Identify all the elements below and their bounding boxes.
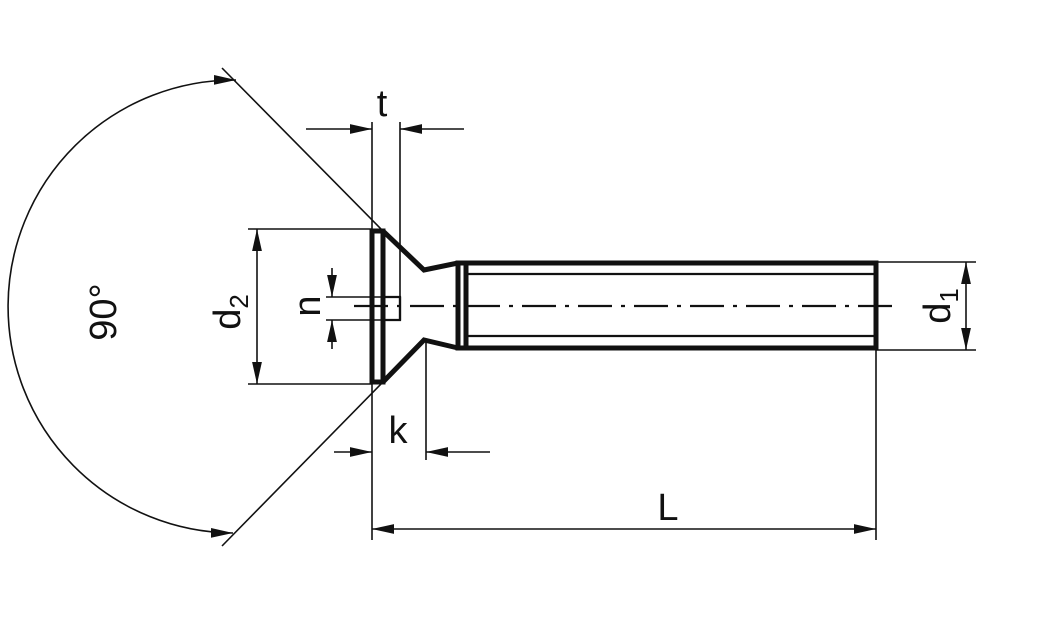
L-label: L — [657, 487, 678, 529]
angle-extension-upper — [221, 67, 384, 232]
k-dimension: k — [334, 342, 490, 460]
t-label: t — [377, 83, 388, 125]
d1-dimension: d1 — [876, 261, 976, 351]
angle-arc — [7, 74, 237, 538]
thread-lines — [466, 272, 876, 338]
screw-shank — [455, 260, 879, 351]
d2-dimension: d2 — [207, 228, 372, 385]
t-dimension: t — [306, 83, 464, 297]
d1-label: d1 — [917, 288, 964, 324]
angle-label: 90° — [83, 283, 125, 340]
L-dimension: L — [371, 350, 877, 540]
angle-dimension: 90° — [7, 67, 384, 547]
n-label: n — [287, 295, 329, 316]
angle-extension-lower — [221, 381, 384, 547]
screw-slot — [383, 295, 402, 322]
n-dimension: n — [287, 268, 383, 349]
k-label: k — [389, 410, 409, 452]
d2-label: d2 — [207, 294, 254, 330]
screw-head-cone — [381, 229, 459, 384]
